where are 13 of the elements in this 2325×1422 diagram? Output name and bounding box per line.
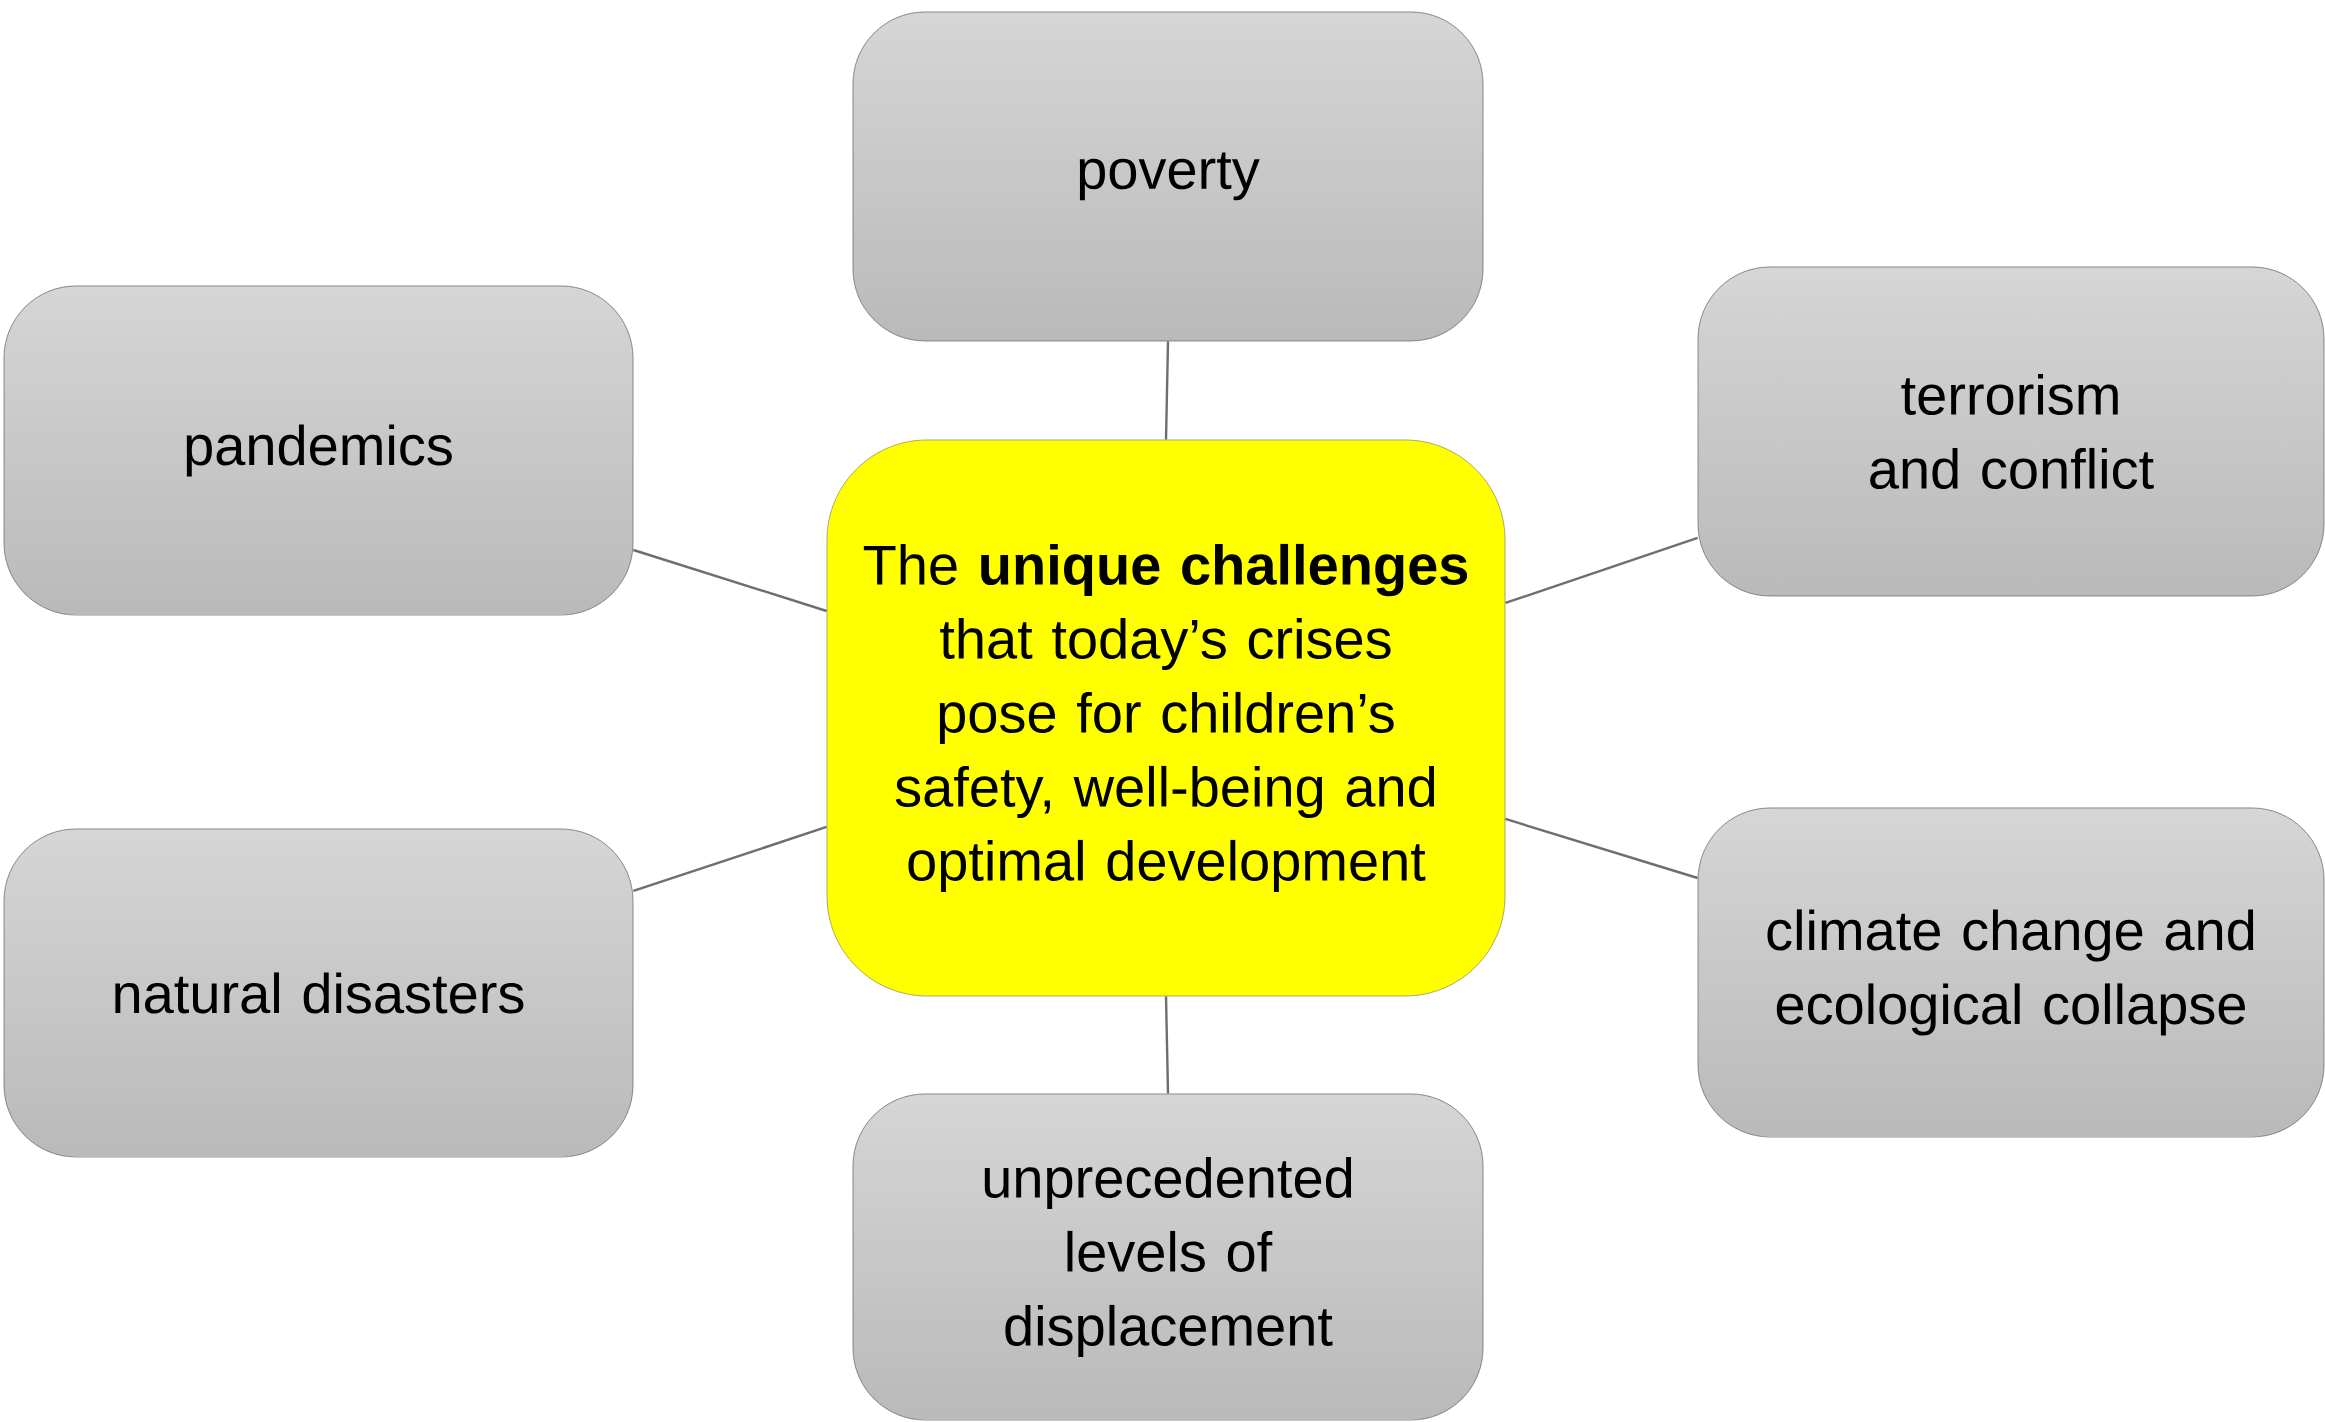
topic-box: natural disasters (3, 828, 634, 1158)
connector-line (633, 548, 827, 613)
topic-box: terrorism and conflict (1697, 266, 2325, 597)
connector-line (1505, 536, 1698, 605)
topic-box: poverty (852, 11, 1484, 342)
connector-line (633, 825, 827, 893)
connector-line (1164, 341, 1170, 440)
central-box: The unique challenges that today’s crises pose for children’s safety, well-being and optimal development (826, 439, 1506, 997)
topic-box: climate change and ecological collapse (1697, 807, 2325, 1138)
connector-line (1505, 817, 1698, 880)
topic-box: pandemics (3, 285, 634, 616)
topic-box: unprecedented levels of displacement (852, 1093, 1484, 1421)
connector-line (1164, 996, 1170, 1094)
